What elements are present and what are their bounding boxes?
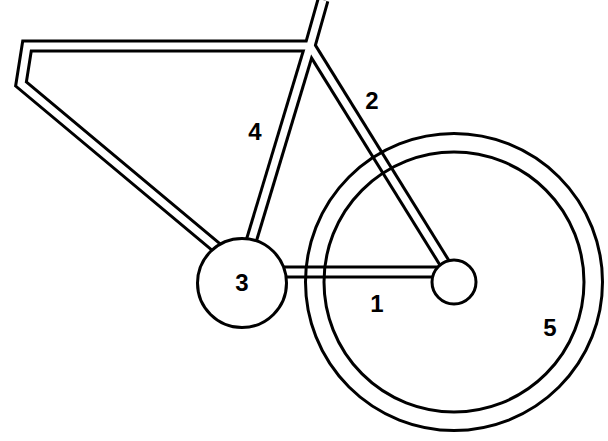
wheel-outline xyxy=(304,132,604,432)
wheel: 5 xyxy=(304,132,604,432)
tire-inner xyxy=(324,152,584,412)
wheel-hub xyxy=(432,260,476,304)
frame-tube-inner xyxy=(21,0,452,275)
callout-number: 3 xyxy=(235,271,248,295)
callout-number: 5 xyxy=(543,316,556,340)
callout-number: 1 xyxy=(370,292,383,316)
bottom-bracket: 3 xyxy=(196,237,288,329)
tire-outer xyxy=(306,134,603,431)
circle-outline xyxy=(198,239,287,328)
frame-tube-outline xyxy=(21,0,452,275)
callout-number: 4 xyxy=(248,120,261,144)
callout-number: 2 xyxy=(365,89,378,113)
